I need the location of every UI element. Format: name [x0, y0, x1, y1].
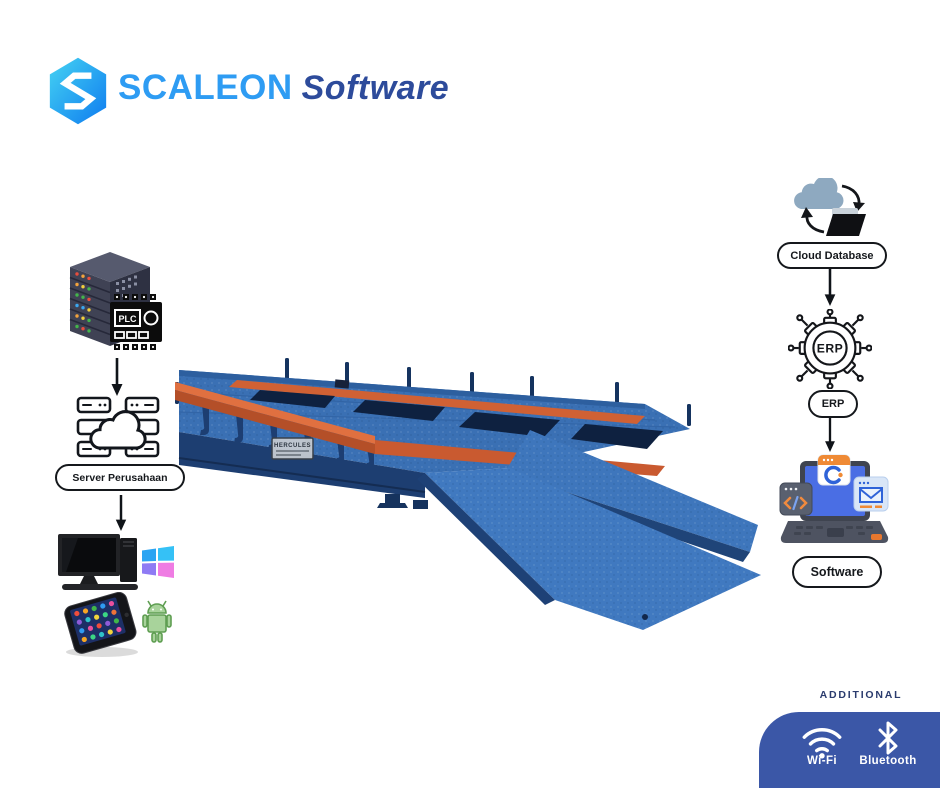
- deck-stripe-far: [229, 380, 645, 424]
- wifi-label: Wi-Fi: [807, 755, 837, 767]
- erp-pill: ERP: [808, 390, 858, 418]
- brand-name: SCALEON: [118, 68, 293, 107]
- side-skirt: [179, 432, 425, 498]
- bluetooth-icon: [878, 721, 898, 755]
- svg-text:PLC: PLC: [119, 314, 138, 324]
- software-label: Software: [810, 565, 864, 579]
- erp-gear-chip-icon: ERP: [788, 309, 872, 389]
- cloud-database-sync-icon: [794, 178, 866, 236]
- server-label-pill: Server Perusahaan: [55, 464, 185, 491]
- windows-logo-icon: [142, 546, 174, 578]
- browser-window: [817, 454, 851, 486]
- wifi-icon: [802, 728, 842, 759]
- bluetooth-label: Bluetooth: [859, 755, 917, 767]
- desktop-computer-icon: [58, 534, 138, 590]
- svg-text:ERP: ERP: [817, 341, 844, 355]
- code-window: [779, 482, 813, 516]
- brand-wordmark: SCALEON Software: [118, 68, 449, 108]
- svg-text:HERCULES: HERCULES: [274, 443, 311, 449]
- additional-title: ADDITIONAL: [819, 689, 903, 701]
- weighbridge-photo: HERCULES: [175, 358, 761, 630]
- smartphone-icon: [64, 592, 138, 657]
- server-rack-plc-icon: PLC: [69, 252, 162, 350]
- server-label: Server Perusahaan: [72, 471, 168, 484]
- nameplate: HERCULES: [271, 437, 314, 460]
- down-arrow-icon: [825, 418, 835, 452]
- plc-chip-icon: PLC: [110, 294, 162, 350]
- cloud-database-pill: Cloud Database: [777, 242, 887, 269]
- down-arrow-icon: [824, 269, 836, 306]
- laptop-code-windows-icon: [779, 454, 889, 543]
- erp-label: ERP: [821, 398, 845, 410]
- down-arrow-icon: [115, 495, 127, 531]
- down-arrow-icon: [111, 358, 123, 396]
- deck-openings: [250, 390, 663, 449]
- company-server-cloud-icon: [76, 396, 160, 458]
- additional-panel: [759, 712, 940, 788]
- cloud-database-label: Cloud Database: [790, 249, 874, 262]
- software-pill: Software: [792, 556, 882, 588]
- brand-suffix: Software: [301, 68, 450, 107]
- android-logo-icon: [142, 600, 172, 643]
- mail-window: [853, 476, 889, 512]
- scaleon-logo-icon: [49, 57, 107, 125]
- guard-rail: [175, 382, 375, 444]
